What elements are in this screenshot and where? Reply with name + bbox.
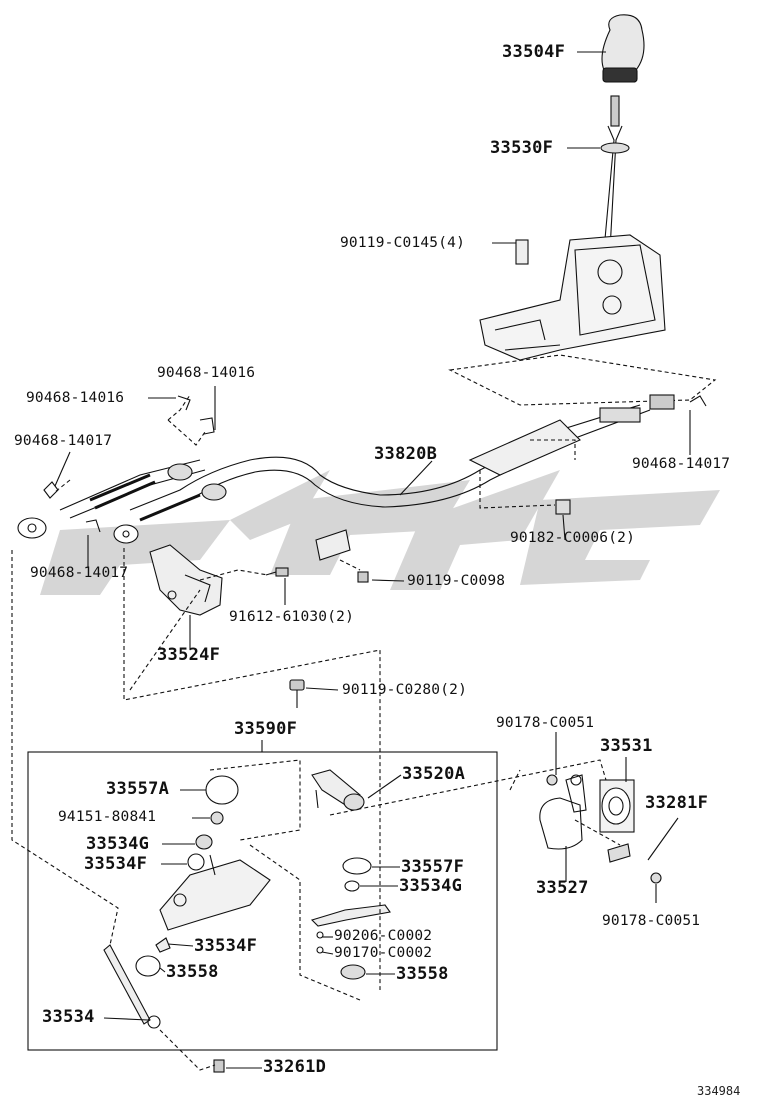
leader-lines	[54, 51, 691, 1069]
assembly-frame	[27, 751, 498, 1051]
lever-assembly	[103, 775, 271, 1073]
label-90178-C0051-a: 90178-C0051	[496, 715, 595, 731]
label-33534F-b: 33534F	[194, 936, 258, 956]
label-94151-80841: 94151-80841	[58, 809, 157, 825]
label-33261D: 33261D	[263, 1057, 327, 1077]
label-33504F: 33504F	[502, 42, 566, 62]
housing-outline	[448, 354, 717, 406]
label-90468-14017-c: 90468-14017	[30, 565, 129, 581]
guide-lines	[11, 394, 621, 1071]
label-90206-C0002: 90206-C0002	[334, 928, 433, 944]
label-33524F: 33524F	[157, 645, 221, 665]
label-33534F-a: 33534F	[84, 854, 148, 874]
label-90119-C0280: 90119-C0280(2)	[342, 682, 468, 698]
label-33820B: 33820B	[374, 444, 438, 464]
shift-lever	[600, 95, 630, 251]
label-33534G-b: 33534G	[399, 876, 463, 896]
label-33558-a: 33558	[166, 962, 219, 982]
label-33534G-a: 33534G	[86, 834, 150, 854]
label-91612-61030: 91612-61030(2)	[229, 609, 355, 625]
select-lever-assembly	[310, 769, 391, 980]
gear-knob	[601, 14, 645, 83]
label-90178-C0051-b: 90178-C0051	[602, 913, 701, 929]
label-90170-C0002: 90170-C0002	[334, 945, 433, 961]
label-33558-b: 33558	[396, 964, 449, 984]
label-33557F: 33557F	[401, 857, 465, 877]
label-90468-14017-b: 90468-14017	[632, 456, 731, 472]
label-33527: 33527	[536, 878, 589, 898]
label-90119-C0098: 90119-C0098	[407, 573, 506, 589]
cable-end-left	[17, 463, 227, 544]
label-90468-14017-a: 90468-14017	[14, 433, 113, 449]
bolts	[265, 499, 571, 708]
label-90468-14016-b: 90468-14016	[26, 390, 125, 406]
diagram-id: 334984	[697, 1084, 741, 1098]
label-33531: 33531	[600, 736, 653, 756]
shift-lever-housing	[539, 774, 662, 884]
cable-bracket	[149, 544, 223, 616]
label-33534: 33534	[42, 1007, 95, 1027]
label-90182-C0006: 90182-C0006(2)	[510, 530, 636, 546]
label-33590F: 33590F	[234, 719, 298, 739]
label-90468-14016-a: 90468-14016	[157, 365, 256, 381]
label-33520A: 33520A	[402, 764, 466, 784]
label-33281F: 33281F	[645, 793, 709, 813]
label-33530F: 33530F	[490, 138, 554, 158]
label-33557A: 33557A	[106, 779, 170, 799]
shifter-housing	[479, 234, 666, 361]
label-90119-C0145: 90119-C0145(4)	[340, 235, 466, 251]
